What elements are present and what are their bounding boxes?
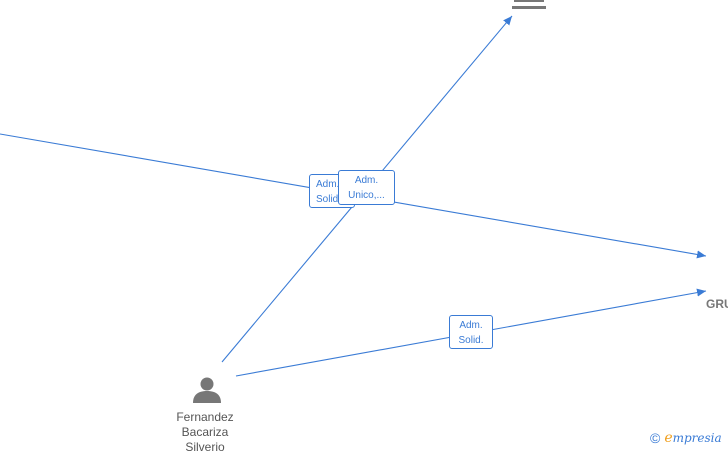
person-icon[interactable] xyxy=(193,377,221,404)
edge-label-adm-unico[interactable]: Adm. Unico,... xyxy=(338,170,395,205)
edge-label-adm-solid-bottom[interactable]: Adm. Solid. xyxy=(449,315,493,349)
edge-label-line: Unico,... xyxy=(348,190,385,201)
person-name[interactable]: Fernandez Bacariza Silverio xyxy=(155,410,255,455)
person-name-line: Silverio xyxy=(185,440,225,454)
brand-logo: empresia xyxy=(664,430,722,446)
edge-label-line: Adm. xyxy=(354,175,379,186)
copyright-icon: © xyxy=(650,430,661,446)
edge-label-line: Adm. xyxy=(459,320,483,331)
edge-label-line: Solid. xyxy=(316,194,342,205)
person-name-line: Fernandez xyxy=(176,410,234,424)
edge-label-line: Adm. xyxy=(316,179,340,190)
brand-watermark: © empresia xyxy=(650,430,722,446)
person-name-line: Bacariza xyxy=(181,425,229,439)
building-icon[interactable] xyxy=(512,0,546,9)
edge-label-line: Solid. xyxy=(458,335,484,346)
company-name-gru[interactable]: GRU xyxy=(706,297,728,311)
